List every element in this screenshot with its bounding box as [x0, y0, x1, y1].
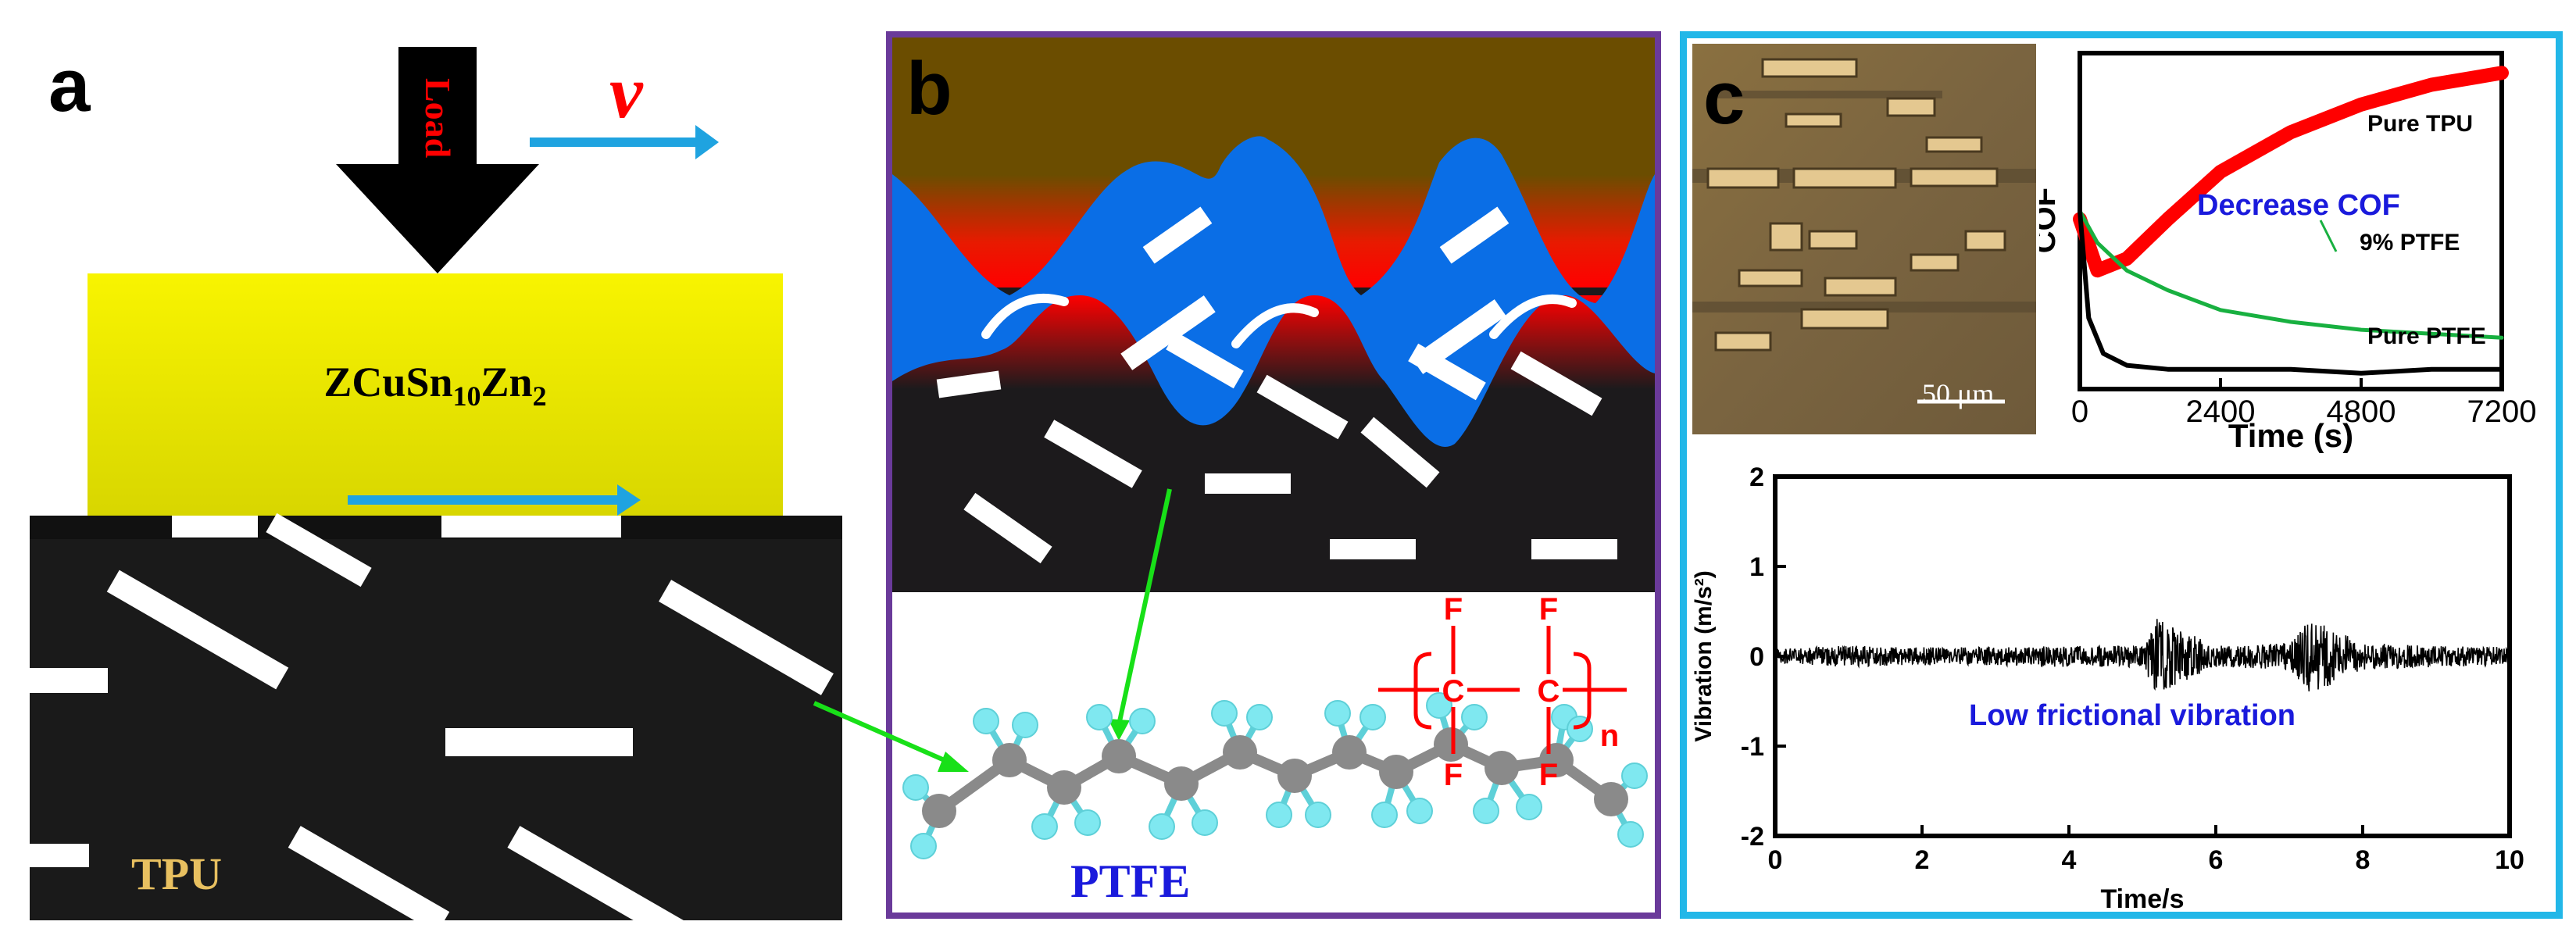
metal-block: [88, 273, 783, 516]
ptfe-formula: F F C C F F n: [1378, 592, 1627, 792]
formula-atom-bottom-2: F: [1539, 758, 1558, 792]
panel-c-letter: c: [1703, 56, 1745, 140]
cof-series-label-9ptfe: 9% PTFE: [2360, 230, 2460, 255]
cof-x-tick-label: 4800: [2327, 395, 2396, 429]
load-arrow: [336, 47, 539, 273]
vibration-signal: [1774, 619, 2510, 692]
formula-atom-mid-1: C: [1442, 674, 1465, 709]
formula-atom-top-1: F: [1444, 592, 1463, 627]
polymer-layer: [892, 136, 1655, 447]
arrow-b-to-molecule: [1117, 488, 1172, 726]
tpu-substrate: [30, 516, 842, 920]
vibration-xlabel: Time/s: [2100, 884, 2184, 914]
cof-series-pure-ptfe: [2078, 209, 2504, 376]
vibration-ylabel: Vibration (m/s²): [1691, 570, 1717, 741]
micrograph-image: [1692, 44, 2036, 434]
cof-xlabel: Time (s): [2228, 417, 2353, 453]
panel-a-diagram: [30, 47, 842, 949]
cof-chart: 0 2400 4800 7200 COF Time (s) Pure TPU Decr…: [2039, 51, 2537, 453]
vibration-y-tick-label: 0: [1749, 642, 1764, 672]
cof-series-9-ptfe: [2078, 209, 2504, 340]
cof-annotation-pointer: [2319, 220, 2338, 252]
block-motion-arrow: [348, 484, 641, 516]
panel-c-frame: [1680, 31, 2563, 919]
vibration-x-tick-label: 6: [2209, 845, 2224, 875]
vibration-x-tick-label: 2: [1915, 845, 1930, 875]
vibration-x-tick-label: 0: [1768, 845, 1783, 875]
cof-ylabel: COF: [2039, 188, 2062, 253]
cof-annotation: Decrease COF: [2197, 189, 2400, 222]
cof-series-pure-tpu: [2073, 66, 2509, 278]
tpu-label: TPU: [131, 848, 222, 899]
vibration-y-tick-label: 1: [1749, 552, 1764, 582]
velocity-label: v: [609, 50, 643, 134]
arrow-a-to-b: [813, 701, 969, 772]
vibration-x-tick-label: 8: [2356, 845, 2371, 875]
vibration-x-tick-label: 10: [2495, 845, 2524, 875]
formula-atom-top-2: F: [1539, 592, 1558, 627]
vibration-x-tick-label: 4: [2062, 845, 2077, 875]
formula-subscript: n: [1600, 719, 1619, 753]
cof-series-label-tpu: Pure TPU: [2367, 111, 2473, 137]
vibration-annotation: Low frictional vibration: [1969, 699, 2296, 732]
panel-a-letter: a: [48, 44, 91, 127]
formula-atom-mid-2: C: [1538, 674, 1560, 709]
alloy-label: ZCuSn10Zn2: [323, 359, 547, 412]
vibration-y-tick-label: 2: [1749, 462, 1764, 492]
contact-arcs: [981, 293, 1577, 348]
vibration-y-tick-label: -2: [1741, 822, 1764, 852]
cof-x-tick-label: 2400: [2186, 395, 2256, 429]
load-label: Load: [418, 78, 458, 159]
panel-b-frame: [886, 31, 1661, 919]
panel-b-letter: b: [906, 47, 952, 130]
formula-atom-bottom-1: F: [1444, 758, 1463, 792]
cof-x-tick-label: 0: [2071, 395, 2088, 429]
panel-b-diagram: [892, 38, 1655, 912]
velocity-arrow: [530, 125, 719, 159]
ptfe-molecule: [902, 692, 1648, 859]
ptfe-fillers: [30, 512, 834, 949]
vibration-y-tick-label: -1: [1741, 732, 1764, 762]
cof-x-tick-label: 7200: [2467, 395, 2537, 429]
scale-bar-label: 50 μm: [1922, 378, 1995, 409]
ptfe-fillers-b: [936, 206, 1617, 564]
cof-series-label-pure-ptfe: Pure PTFE: [2367, 323, 2486, 349]
ptfe-label: PTFE: [1070, 855, 1191, 907]
